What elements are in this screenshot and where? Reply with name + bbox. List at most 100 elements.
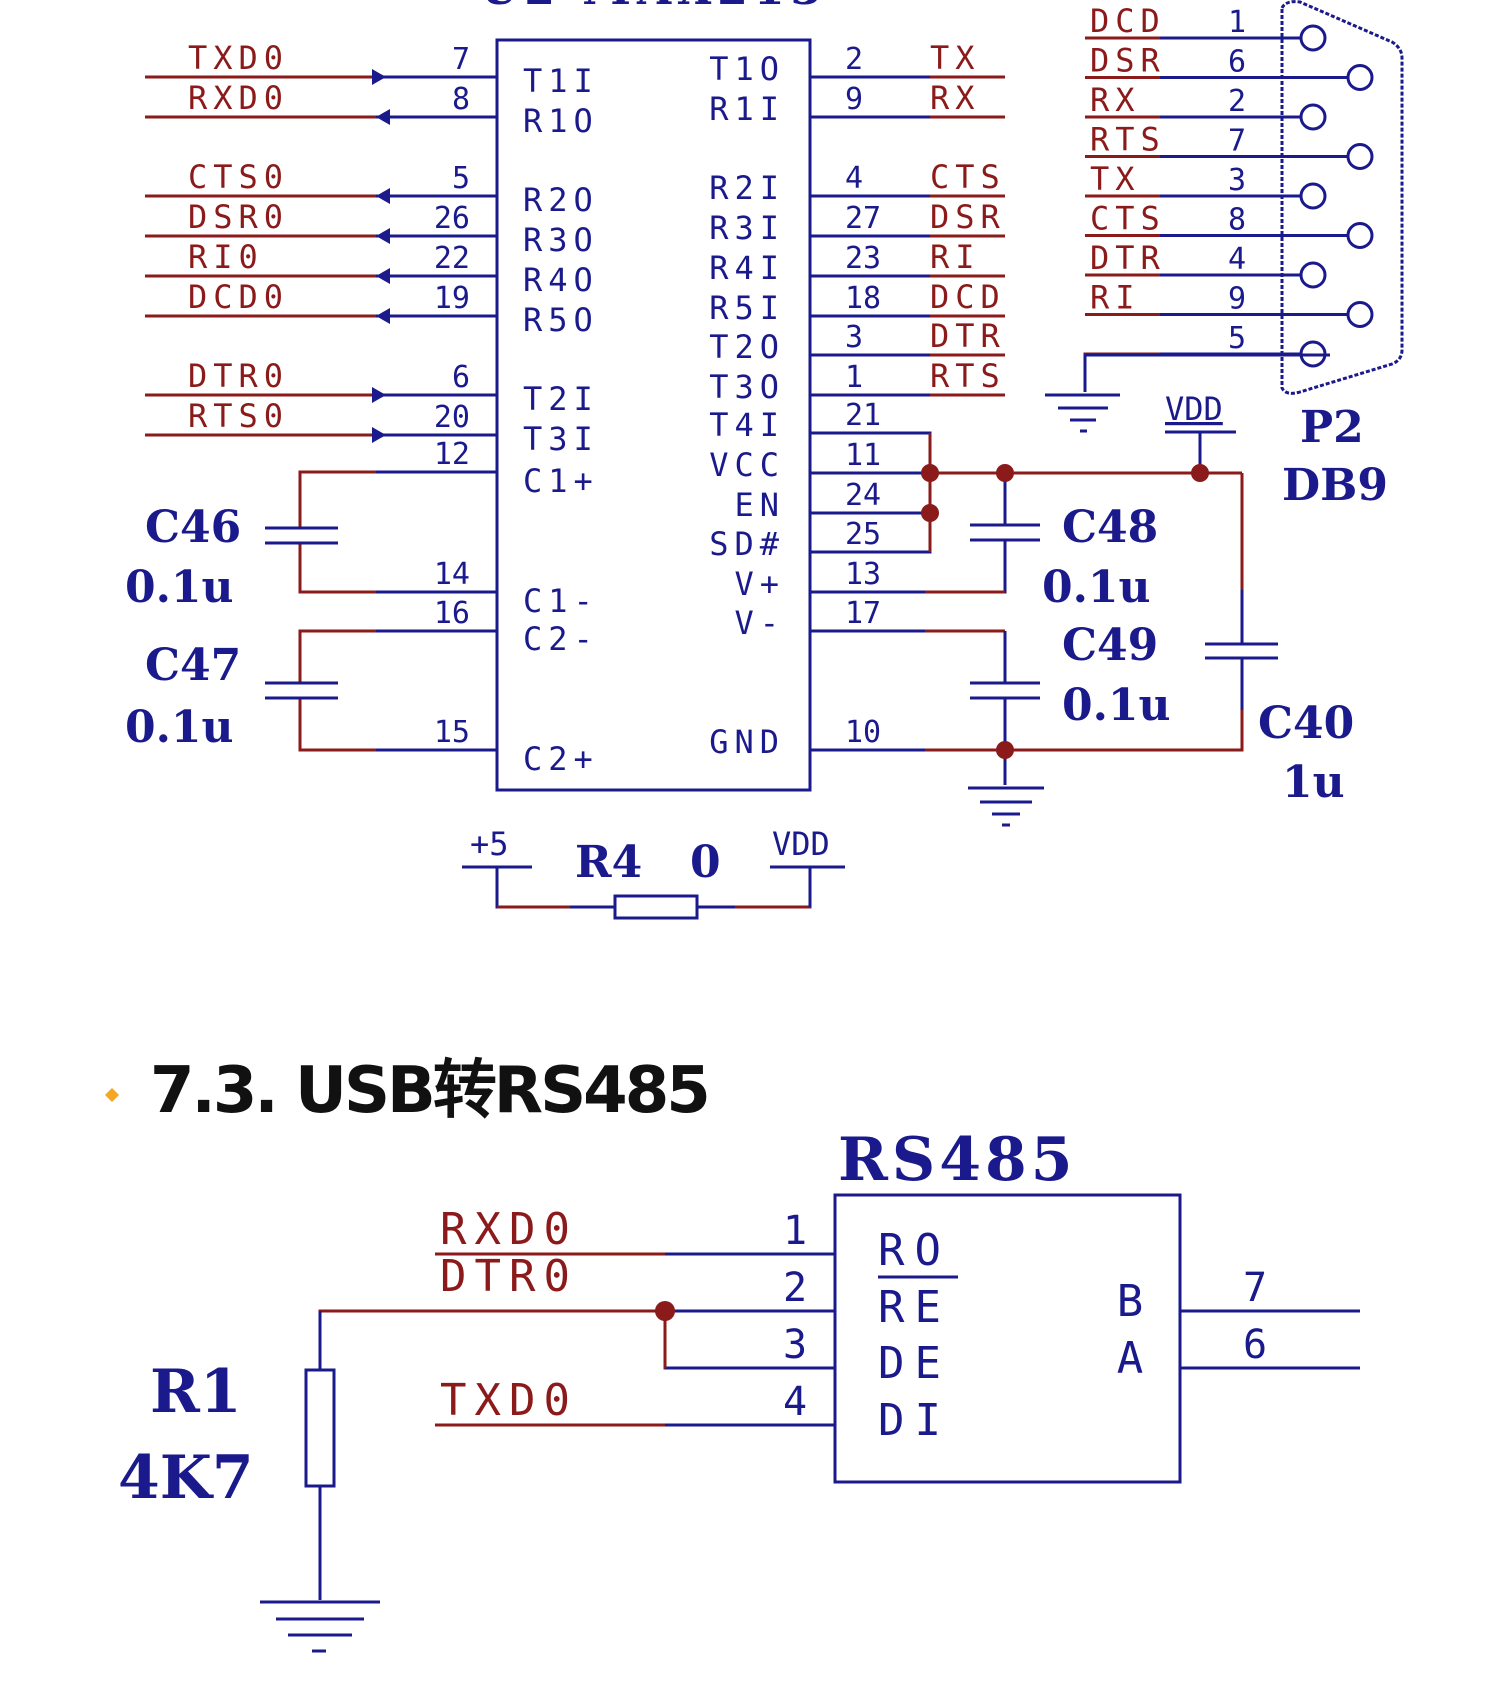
arrow-left-icon [376, 109, 390, 125]
pin-number: 6 [1243, 1322, 1267, 1368]
cap-c40: C40 1u [1205, 642, 1354, 808]
cap-c47: C47 0.1u [125, 629, 497, 753]
pin-number: 8 [1228, 203, 1246, 238]
db9-shell [1280, 0, 1404, 395]
chip-pin-en: 24 EN [734, 478, 930, 524]
chip-pin-vx: 17V- [734, 596, 881, 642]
pin-name: A [1117, 1333, 1144, 1384]
pin-number: 5 [1228, 321, 1246, 356]
pin-number: 1 [783, 1208, 807, 1254]
power-network: C40 1u VDD C48 0.1u [810, 390, 1354, 827]
pin-socket-icon [1299, 182, 1327, 210]
net-label: RX [1090, 81, 1141, 119]
net-label: DTR0 [188, 357, 289, 395]
rs485-title: RS485 [838, 1125, 1076, 1195]
c49-value: 0.1u [1062, 680, 1171, 731]
junction-dot [921, 504, 939, 522]
pin-socket-icon [1299, 261, 1327, 289]
c47-ref: C47 [145, 640, 241, 691]
pin-number: 1 [1228, 5, 1246, 40]
vdd-symbol: VDD [1165, 390, 1236, 473]
pin-name: T2O [709, 328, 785, 366]
r1-value: 4K7 [118, 1443, 254, 1513]
pin-number: 24 [845, 478, 881, 513]
pin-number: 21 [845, 398, 881, 433]
pin-name: T2I [523, 380, 599, 418]
resistor-r4: +5 VDD R4 0 [462, 825, 845, 920]
net-label: CTS [930, 158, 1006, 196]
r4-right-net: VDD [772, 825, 830, 863]
section-title: 7.3. USB转RS485 [150, 1054, 708, 1128]
pin-name: R4O [523, 261, 599, 299]
net-label: RTS0 [188, 397, 289, 435]
pin-number: 16 [434, 596, 470, 631]
pin-number: 4 [783, 1379, 807, 1425]
max213-section: U2 MAX213 TXD07T1IRXD08R1OCTS05R2ODSR026… [125, 0, 1404, 920]
pin-name: VCC [709, 446, 785, 484]
db9-ground [1045, 353, 1330, 433]
net-label: CTS0 [188, 158, 289, 196]
pin-name: DI [878, 1395, 951, 1446]
pin-number: 3 [783, 1322, 807, 1368]
pin-number: 20 [434, 400, 470, 435]
net-label: CTS [1090, 200, 1166, 238]
pin-name: T1I [523, 62, 599, 100]
pin-socket-icon [1299, 103, 1327, 131]
arrow-right-icon [372, 69, 386, 85]
pin-number: 19 [434, 281, 470, 316]
pin-name: R2O [523, 181, 599, 219]
pin-number: 9 [845, 82, 863, 117]
pin-name: R1O [523, 102, 599, 140]
r1-ref: R1 [150, 1357, 242, 1427]
db9-pin-8: CTS 8 [1085, 200, 1374, 249]
net-label: TX [1090, 160, 1141, 198]
junction-dot [996, 464, 1014, 482]
pin-name: EN [734, 486, 785, 524]
net-label: DTR [1090, 239, 1166, 277]
pin-number: 2 [1228, 84, 1246, 119]
arrow-left-icon [376, 268, 390, 284]
net-label: RI0 [188, 238, 264, 276]
net-label: RI [1090, 279, 1141, 317]
pin-number: 7 [1228, 124, 1246, 159]
pin-name: R1I [709, 90, 785, 128]
max213-chip-body [495, 38, 812, 792]
db9-pin-2: RX 2 [1085, 81, 1327, 131]
net-label: DCD [930, 278, 1006, 316]
r4-value: 0 [690, 837, 721, 888]
pin-number: 15 [434, 715, 470, 750]
pin-name: B [1117, 1276, 1144, 1327]
pin-number: 5 [452, 161, 470, 196]
pin-number: 1 [845, 360, 863, 395]
net-label: DSR [1090, 42, 1166, 80]
rs485-pin-a: 6A [1117, 1322, 1360, 1384]
net-label: DTR [930, 317, 1006, 355]
section-heading: 7.3. USB转RS485 [105, 1054, 711, 1128]
db9-ref: P2 [1300, 402, 1364, 453]
pin-number: 23 [845, 241, 881, 276]
pin-name: T3I [523, 420, 599, 458]
arrow-left-icon [376, 228, 390, 244]
c48-ref: C48 [1062, 502, 1158, 553]
c47-value: 0.1u [125, 702, 234, 753]
pin-name: C1- [523, 582, 599, 620]
